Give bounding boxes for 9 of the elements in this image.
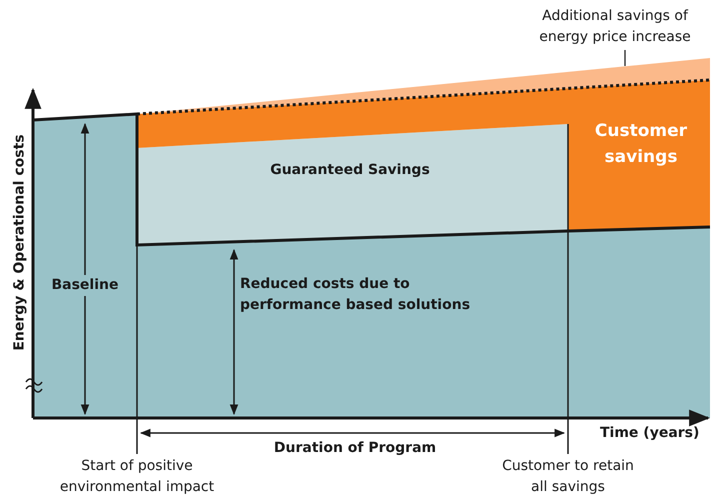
leader-line bbox=[624, 50, 626, 66]
annotation-text: Customer to retain all savings bbox=[501, 457, 635, 497]
annotation-text: Start of positive environmental impact bbox=[58, 457, 216, 497]
area-label: Guaranteed Savings bbox=[269, 161, 431, 180]
dimension-label: Reduced costs due to performance based solutions bbox=[240, 275, 472, 315]
axis-title: Time (years) bbox=[600, 424, 700, 443]
axis-title: Energy & Operational costs bbox=[10, 133, 28, 353]
callout-text: Additional savings of energy price increase bbox=[520, 6, 710, 48]
area-label: Customer savings bbox=[594, 120, 688, 169]
